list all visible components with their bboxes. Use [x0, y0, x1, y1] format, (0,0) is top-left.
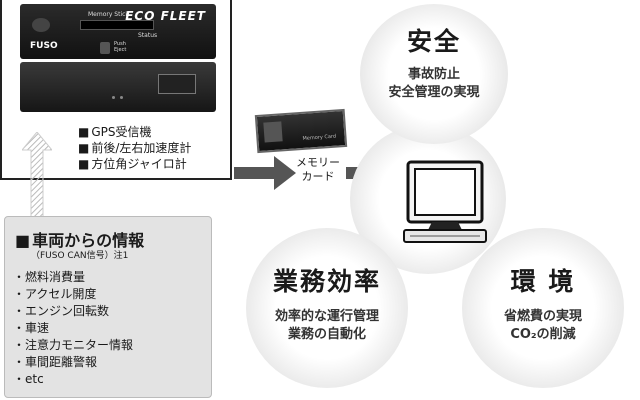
push-label: Push	[114, 41, 126, 47]
safety-title: 安全	[406, 27, 461, 56]
environment-circle: 環 境 省燃費の実現 CO₂の削減	[462, 228, 624, 388]
safety-text: 事故防止 安全管理の実現	[360, 66, 508, 102]
safety-line1: 事故防止	[407, 67, 460, 82]
memory-card-icon: Memory Card	[254, 108, 348, 154]
memory-card-label-line1: メモリー	[296, 156, 340, 169]
safety-line2: 安全管理の実現	[388, 85, 480, 100]
environment-line2: CO₂の削減	[510, 327, 576, 342]
recorder-panel: Memory Stick ECO FLEET Status FUSO Push …	[0, 0, 232, 180]
list-item: etc	[13, 371, 133, 388]
fuso-logo: FUSO	[30, 41, 58, 51]
unit-led	[112, 96, 115, 99]
environment-line1: 省燃費の実現	[503, 309, 582, 324]
efficiency-title: 業務効率	[272, 267, 381, 296]
unit-window	[158, 74, 196, 94]
list-item: 車速	[13, 320, 133, 337]
recorder-device-icon: Memory Stick ECO FLEET Status FUSO Push …	[20, 4, 216, 59]
vehicle-info-title: 車両からの情報	[15, 227, 144, 251]
environment-text: 省燃費の実現 CO₂の削減	[462, 308, 624, 344]
card-print: Memory Card	[302, 133, 337, 142]
efficiency-text: 効率的な運行管理 業務の自動化	[246, 308, 408, 344]
device-lens	[32, 18, 50, 32]
status-label: Status	[138, 32, 158, 39]
device-brand: ECO FLEET	[125, 9, 206, 23]
environment-title: 環 境	[510, 267, 576, 296]
eject-label: Eject	[114, 47, 127, 53]
card-chip	[263, 121, 283, 143]
efficiency-circle: 業務効率 効率的な運行管理 業務の自動化	[246, 228, 408, 388]
memory-card-label: メモリー カード	[296, 156, 340, 184]
sensor-item: GPS受信機	[78, 124, 191, 140]
right-arrow-icon	[234, 156, 296, 190]
list-item: アクセル開度	[13, 286, 133, 303]
list-item: 燃料消費量	[13, 269, 133, 286]
list-item: 車間距離警報	[13, 354, 133, 371]
list-item: 注意力モニター情報	[13, 337, 133, 354]
vehicle-info-panel: 車両からの情報 （FUSO CAN信号）注1 燃料消費量 アクセル開度 エンジン…	[4, 216, 212, 398]
efficiency-line1: 効率的な運行管理	[274, 309, 379, 324]
eject-button-graphic	[100, 42, 110, 54]
computer-icon	[403, 160, 487, 243]
recorder-unit	[20, 62, 216, 112]
sensor-list: GPS受信機 前後/左右加速度計 方位角ジャイロ計	[78, 124, 191, 172]
unit-led	[120, 96, 123, 99]
memory-stick-slot	[80, 20, 154, 30]
memory-stick-label: Memory Stick	[88, 11, 129, 18]
push-eject-label: Push Eject	[114, 41, 126, 53]
vehicle-info-subtitle: （FUSO CAN信号）注1	[31, 251, 129, 261]
memory-card-label-line2: カード	[301, 170, 335, 183]
safety-circle: 安全 事故防止 安全管理の実現	[360, 4, 508, 144]
sensor-item: 前後/左右加速度計	[78, 140, 191, 156]
efficiency-line2: 業務の自動化	[287, 327, 366, 342]
vehicle-info-list: 燃料消費量 アクセル開度 エンジン回転数 車速 注意力モニター情報 車間距離警報…	[13, 269, 133, 388]
up-arrow-icon	[22, 132, 52, 224]
list-item: エンジン回転数	[13, 303, 133, 320]
sensor-item: 方位角ジャイロ計	[78, 156, 191, 172]
